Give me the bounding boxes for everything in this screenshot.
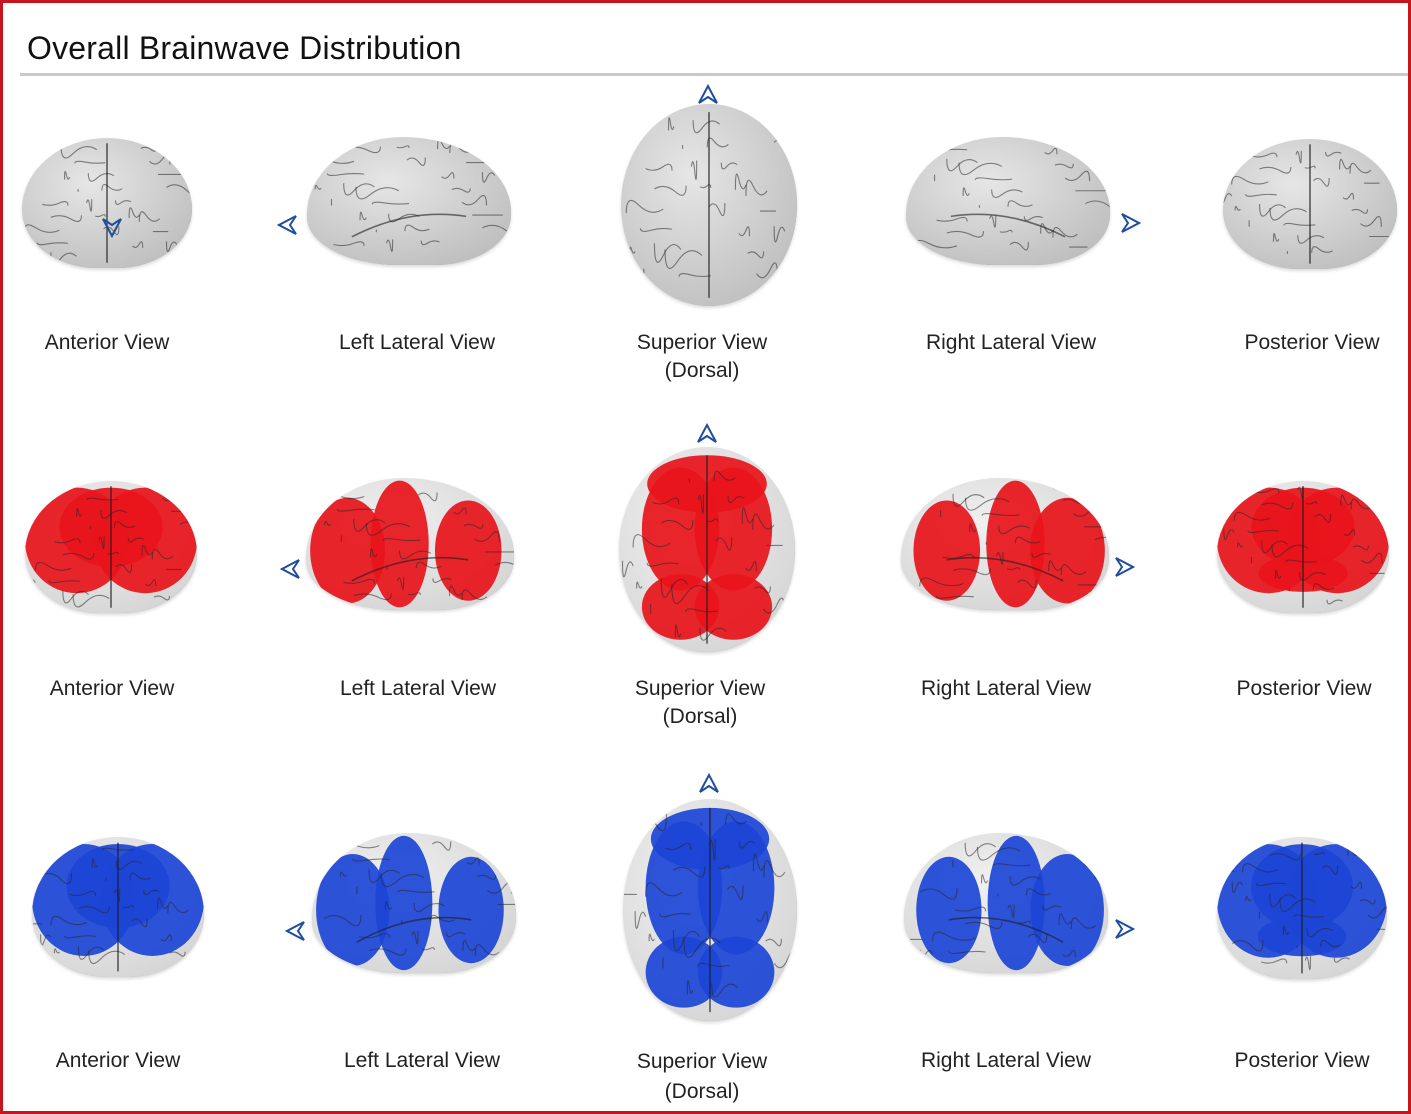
brain-neutral-left-lateral [307, 137, 511, 265]
label-left-lateral-view: Left Lateral View [343, 1049, 501, 1072]
label-right-lateral-view: Right Lateral View [920, 677, 1092, 700]
brain-red-anterior [25, 481, 197, 613]
page-title: Overall Brainwave Distribution [27, 30, 462, 66]
arrow-left-icon [285, 920, 307, 942]
label-anterior-view: Anterior View [55, 1049, 181, 1072]
brain-blue-posterior [1217, 837, 1387, 979]
label-right-lateral-view: Right Lateral View [920, 1049, 1092, 1072]
brain-neutral-anterior [22, 138, 192, 268]
brain-blue-superior [623, 799, 797, 1021]
label-left-lateral-view: Left Lateral View [339, 677, 497, 700]
arrow-right-icon [1113, 918, 1135, 940]
arrow-up-icon [698, 773, 720, 795]
label-left-lateral-view: Left Lateral View [338, 331, 496, 354]
arrow-up-icon [697, 84, 719, 106]
brain-blue-anterior [32, 837, 204, 977]
label-right-lateral-view: Right Lateral View [925, 331, 1097, 354]
title-divider [20, 73, 1408, 76]
brain-neutral-posterior [1223, 139, 1397, 269]
arrow-down-icon [101, 216, 123, 238]
arrow-up-icon [696, 423, 718, 445]
label-posterior-view: Posterior View [1236, 677, 1372, 700]
brain-neutral-superior [621, 104, 797, 306]
label-anterior-view: Anterior View [49, 677, 175, 700]
arrow-left-icon [277, 214, 299, 236]
brain-blue-left-lateral [312, 833, 516, 973]
brain-blue-right-lateral [904, 833, 1108, 973]
label-posterior-view: Posterior View [1234, 1049, 1370, 1072]
label-anterior-view: Anterior View [44, 331, 170, 354]
arrow-left-icon [280, 558, 302, 580]
arrow-right-icon [1119, 212, 1141, 234]
label-superior-view: Superior View(Dorsal) [636, 1050, 768, 1103]
brain-red-posterior [1217, 481, 1389, 613]
brain-red-right-lateral [901, 478, 1109, 610]
brain-red-left-lateral [306, 478, 514, 610]
label-posterior-view: Posterior View [1244, 331, 1380, 354]
label-superior-view: Superior View(Dorsal) [636, 331, 768, 382]
arrow-right-icon [1113, 556, 1135, 578]
brain-red-superior [619, 447, 795, 652]
brain-neutral-right-lateral [906, 137, 1110, 265]
label-superior-view: Superior View(Dorsal) [634, 677, 766, 728]
